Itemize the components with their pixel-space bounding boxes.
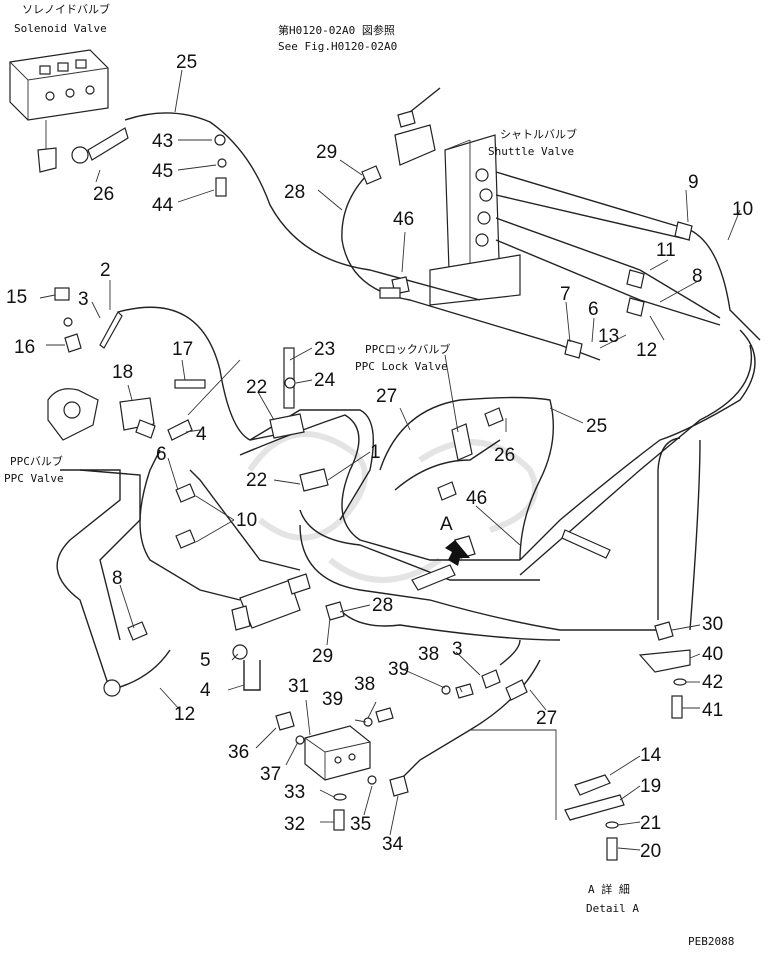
- part-number: 38: [418, 644, 439, 665]
- part-number: 10: [732, 199, 753, 220]
- ppc-lock-valve-jp: PPCロックバルブ: [365, 342, 450, 356]
- part-number: 5: [200, 650, 211, 671]
- part-number: 41: [702, 700, 723, 721]
- part-number: 13: [598, 326, 619, 347]
- part-number: 25: [176, 52, 197, 73]
- part-number: 34: [382, 834, 404, 855]
- shuttle-valve: [429, 134, 521, 306]
- part-number: 25: [586, 416, 607, 437]
- part-number: 15: [6, 287, 27, 308]
- part-number: 17: [172, 339, 193, 360]
- part-number: 10: [236, 510, 257, 531]
- ppc-valve-en: PPC Valve: [4, 472, 64, 485]
- watermark: [247, 431, 538, 583]
- part-number: 4: [196, 424, 207, 445]
- part-numbers: 25 43 45 44 26 29 28 46 9 10 11 8 7 6 13…: [6, 52, 753, 862]
- part-number: 27: [536, 708, 557, 729]
- part-number: 16: [14, 337, 35, 358]
- fittings: [54, 127, 693, 861]
- part-number: 38: [354, 674, 375, 695]
- part-number: 24: [314, 370, 336, 391]
- part-number: 39: [322, 689, 343, 710]
- part-number: 12: [636, 340, 657, 361]
- part-number: 3: [78, 289, 89, 310]
- shuttle-valve-jp: シャトルバルブ: [500, 127, 577, 141]
- detail-a-jp: A 詳 細: [588, 882, 630, 896]
- solenoid-valve: [9, 49, 109, 173]
- see-fig-en: See Fig.H0120-02A0: [278, 40, 397, 53]
- part-number: 28: [284, 182, 305, 203]
- part-number: 46: [393, 209, 414, 230]
- leader-lines: [39, 69, 741, 851]
- part-number: 44: [152, 195, 174, 216]
- connector-block: [394, 87, 441, 166]
- part-number: 6: [156, 444, 167, 465]
- part-number: 21: [640, 813, 661, 834]
- part-number: 28: [372, 595, 393, 616]
- ppc-valve: [47, 388, 156, 441]
- callouts: ソレノイドバルブ Solenoid Valve 第H0120-02A0 図参照 …: [4, 2, 734, 948]
- part-number: 11: [656, 240, 676, 261]
- drawing-code: PEB2088: [688, 935, 734, 948]
- part-number: 29: [316, 142, 337, 163]
- part-number: 37: [260, 764, 281, 785]
- part-number: 43: [152, 131, 173, 152]
- part-number: 9: [688, 172, 699, 193]
- part-number: 2: [100, 260, 111, 281]
- part-number: 42: [702, 672, 723, 693]
- part-number: 40: [702, 644, 723, 665]
- part-number: 39: [388, 659, 409, 680]
- part-number: 23: [314, 339, 335, 360]
- part-number: 20: [640, 841, 661, 862]
- part-number: 12: [174, 704, 195, 725]
- part-number: 1: [370, 442, 381, 463]
- part-number: 26: [93, 184, 114, 205]
- part-number: 8: [692, 266, 703, 287]
- ppc-lock-valve-en: PPC Lock Valve: [355, 360, 448, 373]
- part-number: 46: [466, 488, 487, 509]
- part-number: 7: [560, 284, 571, 305]
- part-number: 26: [494, 445, 515, 466]
- part-number: 30: [702, 614, 723, 635]
- shuttle-valve-en: Shuttle Valve: [488, 145, 574, 158]
- see-fig-jp: 第H0120-02A0 図参照: [278, 23, 395, 37]
- part-number: 31: [288, 676, 309, 697]
- part-number: 18: [112, 362, 133, 383]
- part-number: 45: [152, 161, 173, 182]
- ppc-valve-jp: PPCバルブ: [10, 454, 63, 468]
- solenoid-valve-jp: ソレノイドバルブ: [22, 2, 110, 16]
- hose-runs: [56, 112, 761, 781]
- part-number: 22: [246, 470, 267, 491]
- part-number: 36: [228, 742, 249, 763]
- part-number: 32: [284, 814, 305, 835]
- part-number: 27: [376, 386, 397, 407]
- part-number: 22: [246, 377, 267, 398]
- part-number: 8: [112, 568, 123, 589]
- part-number: 4: [200, 680, 211, 701]
- part-number: 14: [640, 745, 662, 766]
- part-number: 35: [350, 814, 371, 835]
- view-a-arrow: [445, 540, 470, 566]
- part-number: 19: [640, 776, 661, 797]
- part-number: 3: [452, 639, 463, 660]
- part-number: 33: [284, 782, 305, 803]
- junction-block-31: [304, 725, 371, 781]
- part-number: 6: [588, 299, 599, 320]
- ppc-lock-valve: [231, 573, 311, 631]
- detail-a-en: Detail A: [586, 902, 639, 915]
- part-number: 29: [312, 646, 333, 667]
- solenoid-valve-en: Solenoid Valve: [14, 22, 107, 35]
- view-a-label: A: [440, 514, 453, 535]
